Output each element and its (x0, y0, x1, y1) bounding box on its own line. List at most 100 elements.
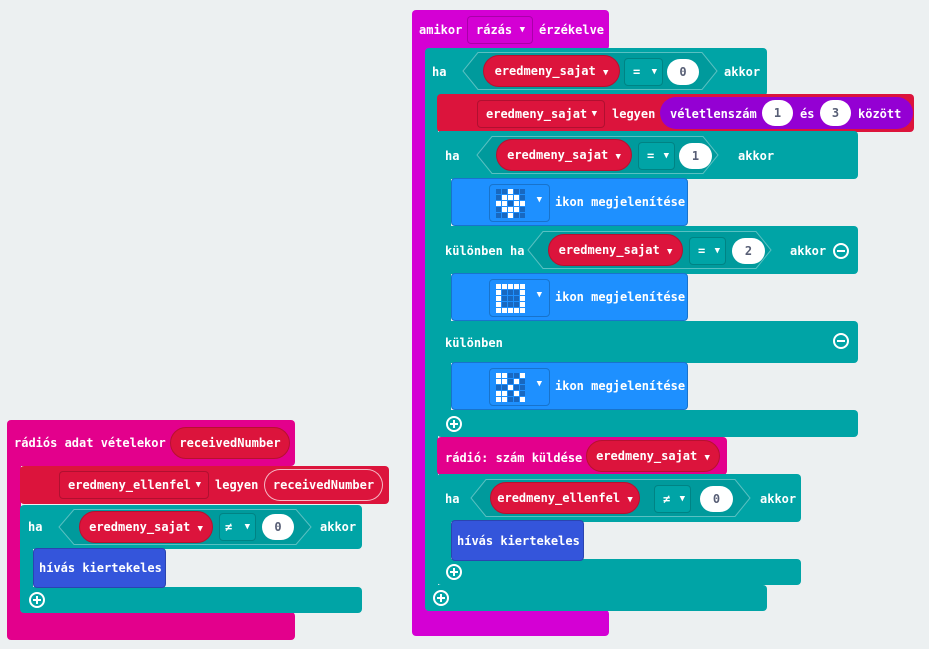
add-else-plus-icon[interactable] (446, 416, 462, 432)
led-pixel (502, 213, 507, 218)
between-label: között (858, 107, 902, 121)
remove-else-minus-icon[interactable] (833, 333, 849, 349)
if-block-arm (437, 515, 451, 570)
chevron-down-icon: ▼ (519, 25, 525, 35)
number-input[interactable]: 2 (732, 238, 765, 264)
then-label: akkor (738, 149, 775, 163)
number-input[interactable]: 0 (667, 59, 699, 85)
led-pixel (496, 201, 501, 206)
led-pixel (496, 296, 501, 301)
chevron-down-icon: ▼ (666, 247, 673, 257)
led-pixel (496, 207, 501, 212)
led-pixel (520, 284, 525, 289)
led-pixel (496, 391, 501, 396)
led-pixel (496, 373, 501, 378)
chevron-down-icon: ▼ (536, 379, 542, 389)
led-pixel (514, 201, 519, 206)
if-block-bottom (437, 559, 801, 585)
variable-reporter[interactable]: eredmeny_ellenfel ▼ (490, 482, 640, 514)
variable-reporter[interactable]: eredmeny_sajat ▼ (483, 55, 620, 87)
led-pixel (514, 385, 519, 390)
variable-reporter[interactable]: eredmeny_sajat ▼ (496, 139, 632, 171)
add-else-plus-icon[interactable] (433, 590, 449, 606)
if-block-arm (20, 545, 33, 595)
variable-reporter[interactable]: eredmeny_sajat ▼ (548, 234, 683, 266)
radio-hat-bottom (7, 612, 295, 640)
received-number-value[interactable]: receivedNumber (264, 469, 383, 501)
led-pixel (514, 189, 519, 194)
random-to-input[interactable]: 3 (820, 100, 851, 126)
variable-dropdown[interactable]: eredmeny_ellenfel▼ (59, 471, 209, 499)
chevron-down-icon: ▼ (591, 109, 597, 119)
chevron-down-icon: ▼ (663, 151, 669, 161)
call-function-block[interactable]: hívás kiertekeles (451, 520, 584, 561)
icon-picker-dropdown[interactable]: ▼ (489, 368, 550, 406)
if-label: ha (445, 492, 460, 506)
led-pixel (514, 391, 519, 396)
radio-hat-arm (7, 460, 21, 620)
operator-dropdown[interactable]: ≠▼ (654, 485, 691, 513)
remove-else-if-minus-icon[interactable] (833, 243, 849, 259)
number-input[interactable]: 1 (679, 143, 712, 169)
led-pixel (520, 373, 525, 378)
show-icon-label: ikon megjelenítése (555, 290, 686, 304)
led-pixel (502, 284, 507, 289)
led-pixel (508, 379, 513, 384)
add-else-plus-icon[interactable] (29, 592, 45, 608)
icon-picker-dropdown[interactable]: ▼ (489, 184, 550, 222)
set-verb: legyen (215, 478, 259, 492)
chevron-down-icon: ▼ (195, 480, 201, 490)
gesture-dropdown[interactable]: rázás▼ (467, 16, 533, 44)
led-pixel (502, 391, 507, 396)
show-icon-block[interactable]: ▼ ikon megjelenítése (451, 362, 688, 410)
led-pixel (520, 391, 525, 396)
led-pixel (514, 397, 519, 402)
led-pixel (508, 189, 513, 194)
led-pixel (508, 207, 513, 212)
led-icon-paper (496, 284, 525, 313)
led-pixel (508, 290, 513, 295)
variable-reporter[interactable]: eredmeny_sajat ▼ (79, 511, 213, 543)
chevron-down-icon: ▼ (602, 68, 609, 78)
if-block-bottom (20, 587, 362, 613)
inner-if-bottom (437, 410, 858, 437)
random-from-input[interactable]: 1 (762, 100, 793, 126)
number-input[interactable]: 0 (700, 486, 733, 512)
then-label: akkor (760, 492, 797, 506)
received-number-param[interactable]: receivedNumber (170, 427, 290, 459)
variable-reporter[interactable]: eredmeny_sajat ▼ (586, 440, 720, 472)
outer-if-bottom (425, 585, 767, 611)
led-pixel (520, 302, 525, 307)
if-label: ha (432, 65, 447, 79)
led-pixel (514, 373, 519, 378)
led-icon-scissors (496, 373, 525, 402)
shake-hat-bottom (412, 610, 609, 636)
variable-dropdown[interactable]: eredmeny_sajat▼ (477, 100, 605, 128)
else-row[interactable] (437, 321, 858, 363)
add-else-plus-icon[interactable] (446, 564, 462, 580)
chevron-down-icon: ▼ (536, 195, 542, 205)
if-label: ha (28, 520, 43, 534)
call-function-block[interactable]: hívás kiertekeles (33, 548, 166, 588)
icon-picker-dropdown[interactable]: ▼ (489, 279, 550, 317)
operator-dropdown[interactable]: =▼ (638, 142, 675, 170)
led-pixel (508, 213, 513, 218)
if-label: ha (445, 149, 460, 163)
show-icon-block[interactable]: ▼ ikon megjelenítése (451, 273, 688, 321)
led-pixel (496, 397, 501, 402)
chevron-down-icon: ▼ (651, 67, 657, 77)
then-label: akkor (724, 65, 761, 79)
operator-dropdown[interactable]: =▼ (689, 237, 726, 265)
led-pixel (502, 379, 507, 384)
operator-dropdown[interactable]: =▼ (624, 58, 663, 86)
led-pixel (508, 385, 513, 390)
radio-hat-label: rádiós adat vételekor (14, 436, 166, 450)
led-pixel (502, 189, 507, 194)
show-icon-block[interactable]: ▼ ikon megjelenítése (451, 178, 688, 226)
operator-dropdown[interactable]: ≠▼ (219, 513, 256, 541)
number-input[interactable]: 0 (262, 514, 294, 540)
then-label: akkor (790, 244, 827, 258)
led-pixel (496, 284, 501, 289)
chevron-down-icon: ▼ (197, 524, 203, 534)
led-pixel (508, 195, 513, 200)
